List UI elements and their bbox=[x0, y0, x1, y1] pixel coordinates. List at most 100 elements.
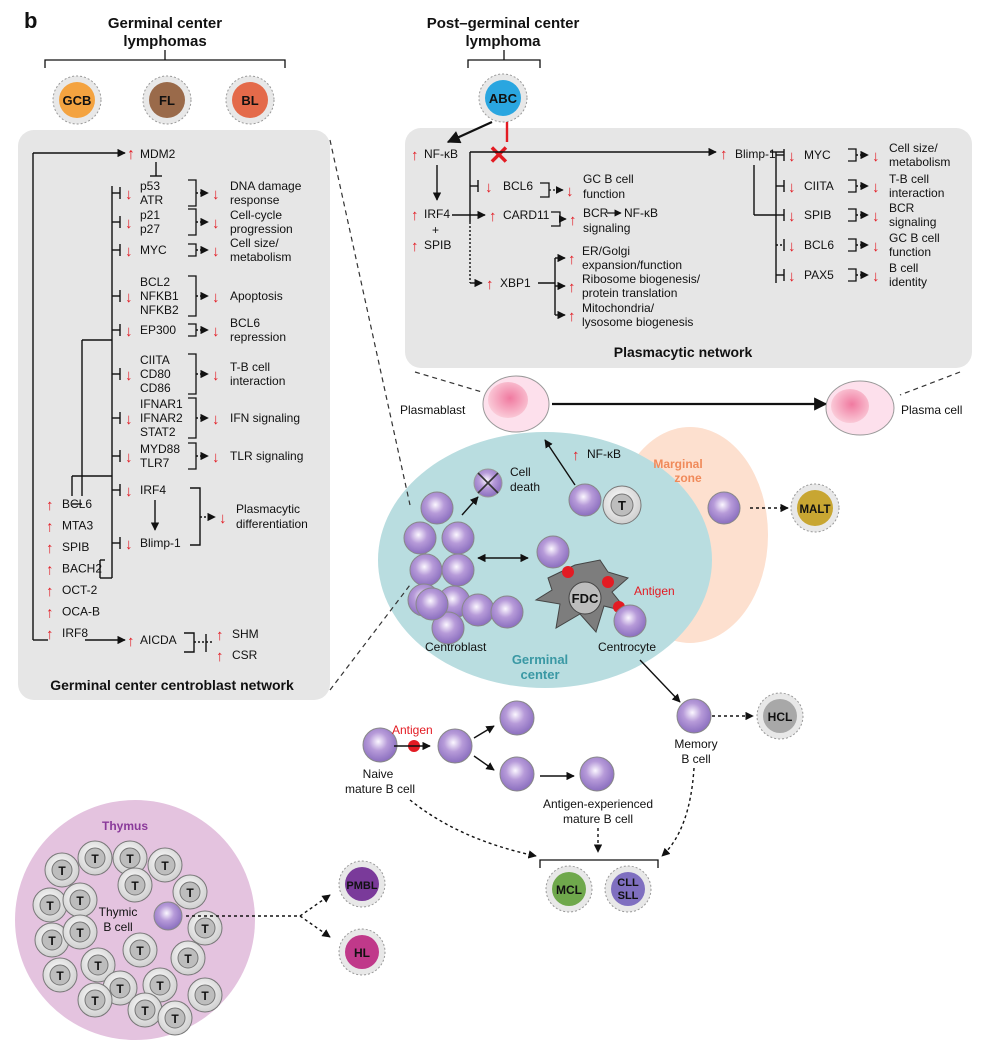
down-arrow-icon: ↓ bbox=[212, 289, 220, 306]
gc-target-gene: MYC bbox=[140, 243, 167, 257]
svg-text:GCB: GCB bbox=[63, 93, 92, 108]
svg-text:ABC: ABC bbox=[489, 91, 518, 106]
b-cell bbox=[490, 595, 524, 629]
blimp-target-gene: PAX5 bbox=[804, 268, 834, 282]
blimp-target-effect: interaction bbox=[889, 186, 944, 200]
plasmacytic-network-title: Plasmacytic network bbox=[614, 344, 753, 360]
blimp-target-effect: BCR bbox=[889, 201, 915, 215]
gc-lymphomas-heading-line2: lymphomas bbox=[123, 33, 206, 50]
block-x-icon: ✕ bbox=[488, 140, 510, 170]
xbp1-effect: Mitochondria/ bbox=[582, 301, 655, 315]
memory-line2: B cell bbox=[681, 752, 710, 766]
panel-letter: b bbox=[24, 8, 37, 33]
b-cell bbox=[362, 727, 398, 763]
malt-badge: MALT bbox=[790, 483, 840, 533]
svg-text:T: T bbox=[201, 989, 209, 1003]
b-cell bbox=[676, 698, 712, 734]
pl-bcl6-label: BCL6 bbox=[503, 179, 533, 193]
marginal-zone-line1: Marginal bbox=[653, 457, 702, 471]
shm-label: SHM bbox=[232, 627, 259, 641]
up-arrow-icon: ↑ bbox=[46, 605, 54, 622]
svg-text:T: T bbox=[171, 1012, 179, 1026]
down-arrow-icon: ↓ bbox=[125, 186, 133, 203]
zoom-lines bbox=[329, 139, 961, 691]
gc-target-effect: Cell-cycle bbox=[230, 208, 282, 222]
antigen-exp-line2: mature B cell bbox=[563, 812, 633, 826]
pl-bcr-part1: BCR bbox=[583, 206, 609, 220]
up-arrow-icon: ↑ bbox=[216, 648, 224, 665]
t-cell: T bbox=[32, 887, 68, 923]
gc-target-effect: TLR signaling bbox=[230, 449, 303, 463]
plasma-cell bbox=[825, 380, 895, 436]
antigen-dot-icon bbox=[602, 576, 614, 588]
t-cell: T bbox=[147, 847, 183, 883]
blimp-target-gene: CIITA bbox=[804, 179, 834, 193]
pl-spib-label: SPIB bbox=[424, 238, 451, 252]
up-arrow-icon: ↑ bbox=[572, 447, 580, 464]
dead-cell bbox=[473, 468, 503, 498]
xbp1-effect: Ribosome biogenesis/ bbox=[582, 272, 701, 286]
t-cell: T bbox=[112, 840, 148, 876]
gc-left-tf: SPIB bbox=[62, 540, 89, 554]
gc-target-effect: Cell size/ bbox=[230, 236, 279, 250]
gc-target-gene: p27 bbox=[140, 222, 160, 236]
svg-text:FL: FL bbox=[159, 93, 175, 108]
t-cell: T bbox=[44, 852, 80, 888]
naive-line2: mature B cell bbox=[345, 782, 415, 796]
gc-target-gene: CD86 bbox=[140, 381, 171, 395]
aicda-label: AICDA bbox=[140, 633, 177, 647]
svg-text:MCL: MCL bbox=[556, 883, 582, 897]
down-arrow-icon: ↓ bbox=[788, 148, 796, 165]
gc-target-gene: BCL2 bbox=[140, 275, 170, 289]
gc-left-tf: OCT-2 bbox=[62, 583, 98, 597]
b-cell bbox=[403, 521, 437, 555]
down-arrow-icon: ↓ bbox=[872, 238, 880, 255]
blimp-target-gene: BCL6 bbox=[804, 238, 834, 252]
gc-target-gene: CD80 bbox=[140, 367, 171, 381]
gc-target-gene: CIITA bbox=[140, 353, 170, 367]
svg-text:T: T bbox=[58, 864, 66, 878]
thymic-line2: B cell bbox=[103, 920, 132, 934]
b-cell bbox=[579, 756, 615, 792]
up-arrow-icon: ↑ bbox=[46, 562, 54, 579]
down-arrow-icon: ↓ bbox=[212, 243, 220, 260]
down-arrow-icon: ↓ bbox=[212, 323, 220, 340]
svg-text:T: T bbox=[131, 879, 139, 893]
t-cell: T bbox=[77, 840, 113, 876]
b-cell bbox=[499, 756, 535, 792]
naive-line1: Naive bbox=[363, 767, 394, 781]
xbp1-effect: expansion/function bbox=[582, 258, 682, 272]
gc-left-tf: IRF8 bbox=[62, 626, 88, 640]
down-arrow-icon: ↓ bbox=[788, 179, 796, 196]
gc-target-gene: EP300 bbox=[140, 323, 176, 337]
b-cell bbox=[499, 700, 535, 736]
thymus-label: Thymus bbox=[102, 819, 148, 833]
gc-left-tf: OCA-B bbox=[62, 605, 100, 619]
blimp-target-effect: B cell bbox=[889, 261, 918, 275]
gc-lymphomas-heading-line1: Germinal center bbox=[108, 15, 222, 32]
csr-label: CSR bbox=[232, 648, 258, 662]
svg-text:T: T bbox=[184, 952, 192, 966]
gc-target-effect: interaction bbox=[230, 374, 285, 388]
t-cell: T bbox=[170, 940, 206, 976]
b-cell bbox=[420, 491, 454, 525]
t-cell: T bbox=[62, 914, 98, 950]
down-arrow-icon: ↓ bbox=[212, 215, 220, 232]
svg-text:T: T bbox=[76, 926, 84, 940]
t-cell: T bbox=[80, 947, 116, 983]
svg-text:T: T bbox=[56, 969, 64, 983]
gc-blimp1-label: Blimp-1 bbox=[140, 536, 181, 550]
gc-left-tf: MTA3 bbox=[62, 519, 93, 533]
gcb-badge: GCB bbox=[52, 75, 102, 125]
blimp-target-gene: MYC bbox=[804, 148, 831, 162]
t-cell: T bbox=[34, 922, 70, 958]
up-arrow-icon: ↑ bbox=[489, 208, 497, 225]
down-arrow-icon: ↓ bbox=[788, 208, 796, 225]
svg-text:T: T bbox=[76, 894, 84, 908]
down-arrow-icon: ↓ bbox=[125, 411, 133, 428]
t-cell: T bbox=[117, 867, 153, 903]
t-cell: T bbox=[42, 957, 78, 993]
up-arrow-icon: ↑ bbox=[486, 276, 494, 293]
pl-irf4-label: IRF4 bbox=[424, 207, 450, 221]
